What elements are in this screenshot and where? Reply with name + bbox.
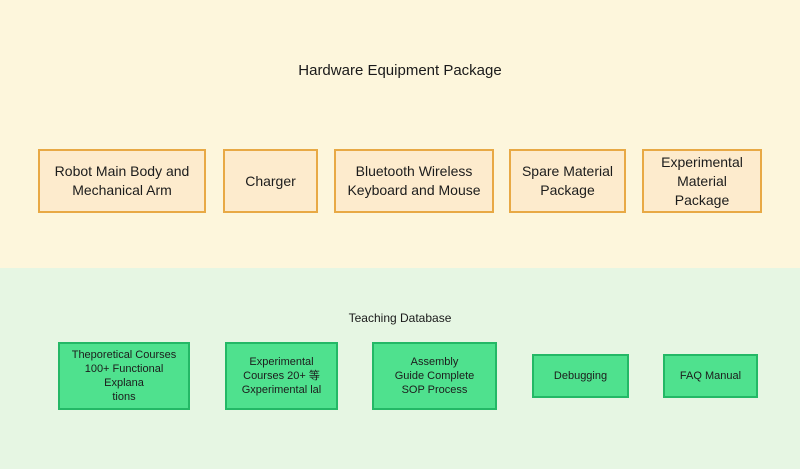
hardware-item-label: Bluetooth Wireless Keyboard and Mouse xyxy=(347,163,481,198)
hardware-title: Hardware Equipment Package xyxy=(298,62,502,79)
teaching-item-assembly-guide: Assembly Guide Complete SOP Process xyxy=(372,342,497,410)
hardware-item-charger: Charger xyxy=(223,149,318,213)
teaching-item-theoretical-courses: Theporetical Courses 100+ Functional Exp… xyxy=(58,342,190,410)
teaching-item-label: FAQ Manual xyxy=(679,370,742,382)
hardware-item-experimental-material: Experimental Material Package xyxy=(642,149,762,213)
teaching-section: Teaching Database Theporetical Courses 1… xyxy=(0,268,800,469)
teaching-title: Teaching Database xyxy=(348,311,452,325)
hardware-item-label: Charger xyxy=(245,172,296,189)
teaching-item-label: Debugging xyxy=(553,370,608,382)
hardware-item-spare-material: Spare Material Package xyxy=(509,149,626,213)
hardware-item-bluetooth-keyboard-mouse: Bluetooth Wireless Keyboard and Mouse xyxy=(334,149,494,213)
teaching-item-faq-manual: FAQ Manual xyxy=(663,354,758,398)
teaching-item-label: Assembly Guide Complete SOP Process xyxy=(394,356,475,396)
hardware-item-label: Experimental Material Package xyxy=(661,153,743,208)
teaching-item-experimental-courses: Experimental Courses 20+ 等 Gxperimental … xyxy=(225,342,338,410)
hardware-item-label: Robot Main Body and Mechanical Arm xyxy=(54,163,190,198)
hardware-item-robot-main-body: Robot Main Body and Mechanical Arm xyxy=(38,149,206,213)
hardware-section: Hardware Equipment Package Robot Main Bo… xyxy=(0,0,800,268)
hardware-item-label: Spare Material Package xyxy=(521,163,614,198)
teaching-item-label: Experimental Courses 20+ 等 Gxperimental … xyxy=(241,356,322,396)
teaching-item-debugging: Debugging xyxy=(532,354,629,398)
teaching-item-label: Theporetical Courses 100+ Functional Exp… xyxy=(71,349,177,403)
